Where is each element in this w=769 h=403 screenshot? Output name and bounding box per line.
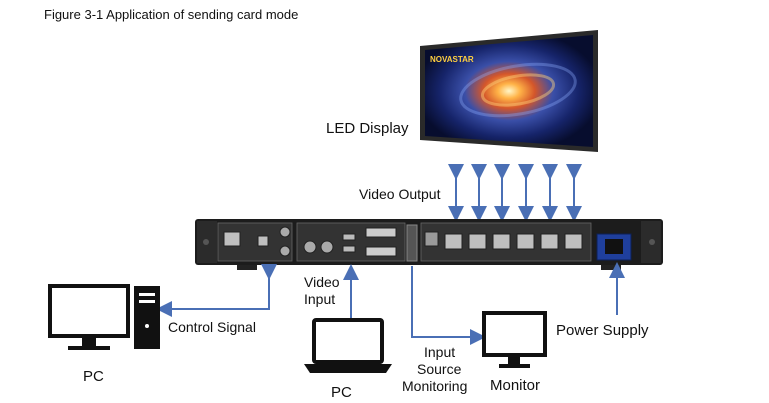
led-display-label: LED Display xyxy=(326,120,409,137)
control-signal-label: Control Signal xyxy=(168,319,256,335)
galaxy-screen xyxy=(425,35,593,147)
ethernet-port-icon xyxy=(224,232,240,246)
monitor-label: Monitor xyxy=(490,377,540,394)
control-signal-connector xyxy=(164,272,269,309)
pc-laptop-label: PC xyxy=(331,384,352,401)
pc-desktop-icon xyxy=(50,286,160,350)
input-source-label-line1: Input xyxy=(424,344,455,360)
output-port-icon xyxy=(565,234,582,249)
video-output-label: Video Output xyxy=(359,186,440,202)
video-input-label-line1: Video xyxy=(304,274,340,290)
dvi-port-icon xyxy=(366,228,396,237)
output-port-icon xyxy=(517,234,534,249)
input-source-label-line3: Monitoring xyxy=(402,378,467,394)
bnc-port-icon xyxy=(321,241,333,253)
video-output-arrows xyxy=(456,172,574,214)
sending-card-controller xyxy=(195,219,663,270)
monitor-icon xyxy=(484,313,545,368)
laptop-icon xyxy=(304,320,392,373)
output-port-icon xyxy=(493,234,510,249)
bnc-port-icon xyxy=(304,241,316,253)
output-port-icon xyxy=(469,234,486,249)
hdmi-port-icon xyxy=(343,234,355,240)
dvi-port-icon xyxy=(366,247,396,256)
output-port-icon xyxy=(445,234,462,249)
hdmi-port-icon xyxy=(343,246,355,252)
monitoring-arrow xyxy=(412,266,478,337)
pc-desktop-label: PC xyxy=(83,368,104,385)
power-supply-label: Power Supply xyxy=(556,322,649,339)
input-source-label-line2: Source xyxy=(417,361,461,377)
monitoring-port-icon xyxy=(407,225,417,261)
output-port-icon xyxy=(541,234,558,249)
display-logo: NOVASTAR xyxy=(430,55,474,64)
video-input-label-line2: Input xyxy=(304,291,335,307)
usb-port-icon xyxy=(258,236,268,246)
led-display: NOVASTAR xyxy=(420,30,598,152)
figure-caption: Figure 3-1 Application of sending card m… xyxy=(44,7,298,22)
